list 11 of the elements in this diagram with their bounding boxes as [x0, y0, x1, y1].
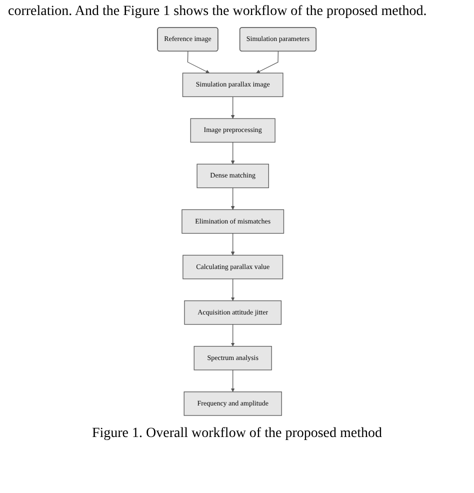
arrow — [188, 51, 210, 74]
arrow — [231, 233, 235, 256]
arrow — [231, 324, 235, 346]
arrow — [231, 142, 235, 164]
arrow — [231, 187, 235, 210]
arrow — [231, 96, 235, 119]
arrow — [231, 278, 235, 301]
figure-caption: Figure 1. Overall workflow of the proposed method — [92, 426, 382, 441]
arrow — [231, 370, 235, 392]
intro-text: correlation. And the Figure 1 shows the workflow of the proposed method. — [8, 4, 428, 20]
arrow — [256, 51, 279, 74]
